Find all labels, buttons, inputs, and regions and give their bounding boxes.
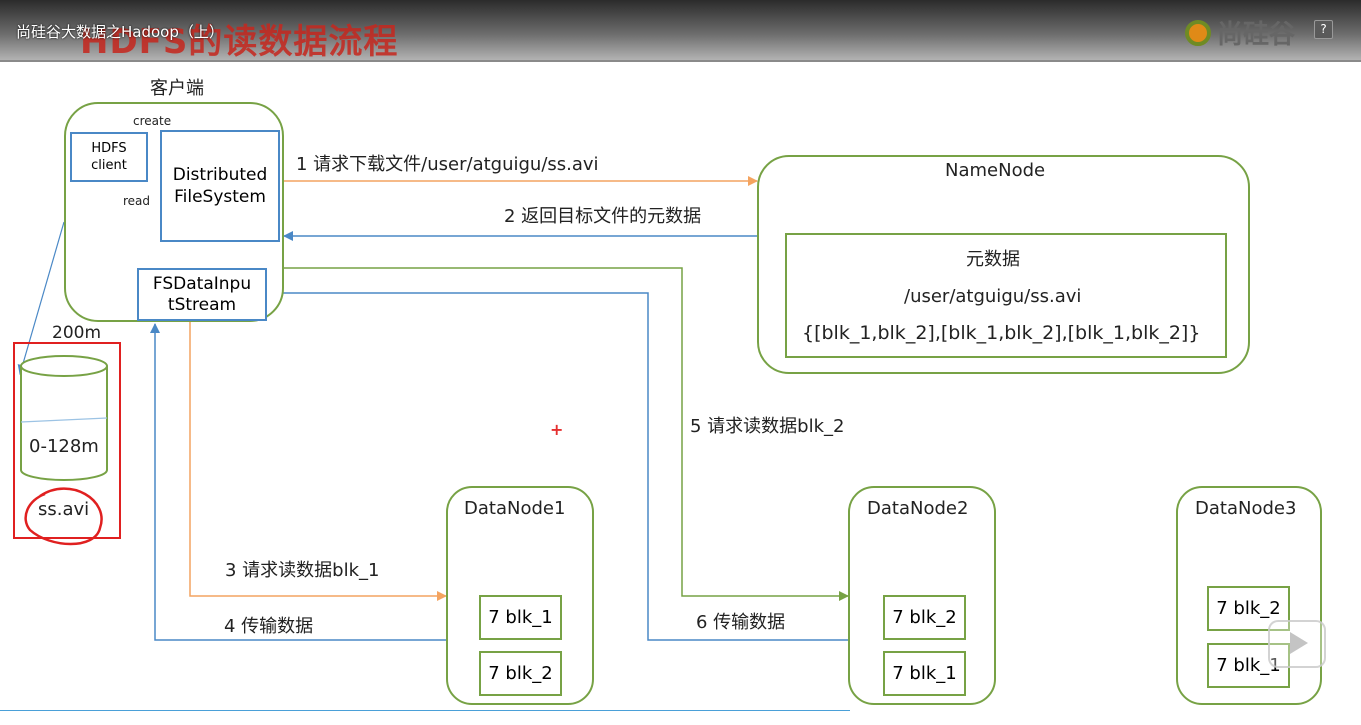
step4-label: 4 传输数据 [224,616,314,637]
datanode3-title: DataNode3 [1195,498,1297,519]
hdfs-client-box: HDFS client [70,132,148,182]
step2-label: 2 返回目标文件的元数据 [504,206,702,227]
local-file-frame [13,342,121,539]
metadata-title: 元数据 [966,249,1020,270]
to-local-file-arrow [17,221,65,375]
metadata-path: /user/atguigu/ss.avi [904,286,1082,307]
datanode2-block-1: 7 blk_2 [883,595,966,640]
step5-arrow [266,267,849,601]
slide-title: HDFS的读数据流程 [80,22,399,62]
create-label: create [133,114,172,128]
cursor-crosshair: + [550,420,564,439]
logo-icon [1185,19,1211,46]
file-range-label: 0-128m [29,436,99,457]
video-progress-line [0,710,850,711]
help-icon[interactable]: ? [1314,20,1333,39]
fsdatainputstream-box: FSDataInpu tStream [137,268,267,321]
distributed-filesystem-box: Distributed FileSystem [160,130,280,242]
video-header-bar [0,0,1361,62]
datanode2-title: DataNode2 [867,498,969,519]
datanode1-block-1: 7 blk_1 [479,595,562,640]
brand-logo: 尚硅谷 [1185,14,1295,51]
datanode3-block-1: 7 blk_2 [1207,586,1290,631]
step1-label: 1 请求下载文件/user/atguigu/ss.avi [296,154,599,175]
datanode1-title: DataNode1 [464,498,566,519]
datanode3-block-2: 7 blk_1 [1207,643,1290,688]
red-scribble [24,487,103,546]
read-label: read [123,194,151,208]
datanode1-block-2: 7 blk_2 [479,651,562,696]
step3-arrow [189,322,447,601]
video-title: 尚硅谷大数据之Hadoop（上） [16,23,224,41]
client-title: 客户端 [150,78,204,99]
metadata-box [785,233,1227,358]
namenode-title: NameNode [945,160,1046,181]
storage-cylinder-icon [20,355,108,481]
step6-label: 6 传输数据 [696,612,786,633]
step4-arrow [150,323,446,641]
header-divider [0,60,1361,62]
step5-label: 5 请求读数据blk_2 [690,416,845,437]
datanode2-block-2: 7 blk_1 [883,651,966,696]
metadata-blocks: {[blk_1,blk_2],[blk_1,blk_2],[blk_1,blk_… [802,322,1201,344]
logo-text: 尚硅谷 [1217,20,1296,50]
play-icon[interactable] [1268,620,1326,668]
file-size-label: 200m [52,323,102,343]
step3-label: 3 请求读数据blk_1 [225,560,380,581]
step6-arrow [265,288,848,641]
local-file-name: ss.avi [38,499,90,520]
